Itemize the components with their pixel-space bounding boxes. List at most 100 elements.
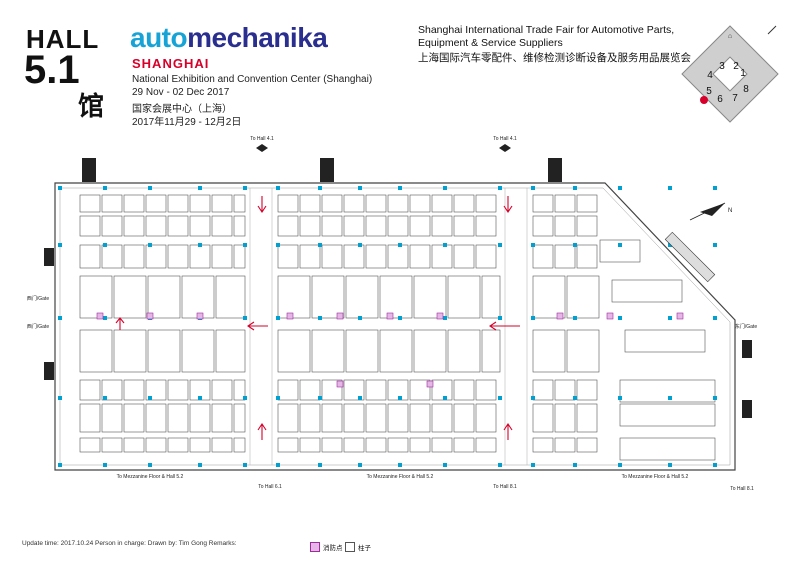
booth bbox=[431, 215, 453, 237]
brand-part-a: auto bbox=[130, 22, 188, 53]
booth bbox=[387, 244, 409, 269]
hall-number: 5.1 bbox=[24, 48, 80, 92]
pillar bbox=[498, 186, 502, 190]
booth bbox=[453, 194, 475, 213]
booth bbox=[447, 329, 481, 373]
gate-east-label: 东门/Gate bbox=[735, 323, 757, 330]
pillar bbox=[443, 243, 447, 247]
booth bbox=[277, 275, 311, 319]
booth bbox=[475, 244, 497, 269]
pillar bbox=[58, 316, 62, 320]
pillar bbox=[618, 463, 622, 467]
pillar bbox=[668, 243, 672, 247]
pillar bbox=[531, 316, 535, 320]
booth bbox=[576, 403, 598, 433]
north-arrow-icon: N bbox=[689, 202, 732, 221]
location-minimap: ⌂ 3 2 4 1 5 8 6 7 bbox=[681, 25, 779, 123]
legend-hydrant-label: 消防点 bbox=[323, 544, 343, 552]
booth bbox=[277, 244, 299, 269]
brand-part-b: mechanika bbox=[187, 22, 328, 53]
pillar bbox=[573, 396, 577, 400]
minimap-hall-6: 6 bbox=[717, 94, 723, 105]
pillar bbox=[318, 316, 322, 320]
pillar bbox=[443, 463, 447, 467]
booth bbox=[215, 275, 246, 319]
booth bbox=[576, 379, 598, 401]
exit-arrow bbox=[115, 317, 125, 330]
hydrant bbox=[286, 312, 294, 320]
pillar bbox=[148, 396, 152, 400]
booth bbox=[277, 329, 311, 373]
pillar bbox=[668, 316, 672, 320]
pillar bbox=[498, 243, 502, 247]
pillar bbox=[58, 243, 62, 247]
booth bbox=[167, 379, 189, 401]
booth bbox=[365, 379, 387, 401]
booth bbox=[101, 403, 123, 433]
booth bbox=[343, 437, 365, 453]
minimap-hall-4: 4 bbox=[707, 70, 713, 81]
pillar bbox=[573, 463, 577, 467]
booth bbox=[343, 215, 365, 237]
stair-icon bbox=[548, 158, 562, 182]
booth bbox=[453, 215, 475, 237]
booth bbox=[365, 403, 387, 433]
hall-cn-label: 馆 bbox=[78, 91, 105, 121]
pillar bbox=[668, 396, 672, 400]
booth bbox=[145, 403, 167, 433]
to-hall-81-label-a: To Hall 8.1 bbox=[493, 484, 517, 490]
pillar bbox=[531, 243, 535, 247]
pillar bbox=[713, 186, 717, 190]
booth bbox=[431, 244, 453, 269]
pillar bbox=[276, 243, 280, 247]
pillar bbox=[443, 396, 447, 400]
booth bbox=[101, 244, 123, 269]
booth bbox=[233, 403, 246, 433]
exit-arrow bbox=[489, 321, 520, 331]
booth bbox=[365, 437, 387, 453]
column-icon bbox=[345, 541, 355, 552]
gate-west-label-b: 西门/Gate bbox=[27, 323, 49, 330]
booth bbox=[211, 379, 233, 401]
pillar bbox=[58, 463, 62, 467]
pillar bbox=[498, 316, 502, 320]
booth bbox=[481, 275, 501, 319]
pillar bbox=[318, 243, 322, 247]
booth bbox=[554, 437, 576, 453]
footer-info: Update time: 2017.10.24 Person in charge… bbox=[22, 540, 237, 547]
pillar bbox=[243, 396, 247, 400]
booth bbox=[409, 437, 431, 453]
booth bbox=[365, 244, 387, 269]
stair-icon bbox=[742, 400, 752, 418]
booth bbox=[532, 244, 554, 269]
booth bbox=[576, 437, 598, 453]
booth bbox=[453, 379, 475, 401]
booth bbox=[123, 194, 145, 213]
pillar bbox=[618, 396, 622, 400]
booth bbox=[387, 215, 409, 237]
minimap-hall-8: 8 bbox=[743, 84, 749, 95]
booth bbox=[611, 279, 683, 303]
venue-name-cn: 国家会展中心（上海） bbox=[132, 104, 232, 115]
booth bbox=[343, 194, 365, 213]
booth bbox=[189, 403, 211, 433]
escalator bbox=[664, 231, 716, 283]
booth bbox=[101, 437, 123, 453]
fair-title-line1: Shanghai International Trade Fair for Au… bbox=[418, 24, 675, 36]
booth bbox=[321, 437, 343, 453]
pillar bbox=[198, 463, 202, 467]
booth bbox=[409, 244, 431, 269]
booth bbox=[181, 329, 215, 373]
stair-icon bbox=[742, 340, 752, 358]
booth bbox=[566, 329, 600, 373]
minimap-hall-3: 3 bbox=[719, 61, 725, 72]
booth bbox=[147, 275, 181, 319]
svg-text:⌂: ⌂ bbox=[728, 33, 732, 40]
booth bbox=[145, 244, 167, 269]
stair-icon bbox=[320, 158, 334, 182]
venue-dates-en: 29 Nov - 02 Dec 2017 bbox=[132, 87, 230, 98]
booth bbox=[431, 194, 453, 213]
booth bbox=[215, 329, 246, 373]
booth bbox=[409, 379, 431, 401]
you-are-here-marker bbox=[700, 96, 708, 104]
